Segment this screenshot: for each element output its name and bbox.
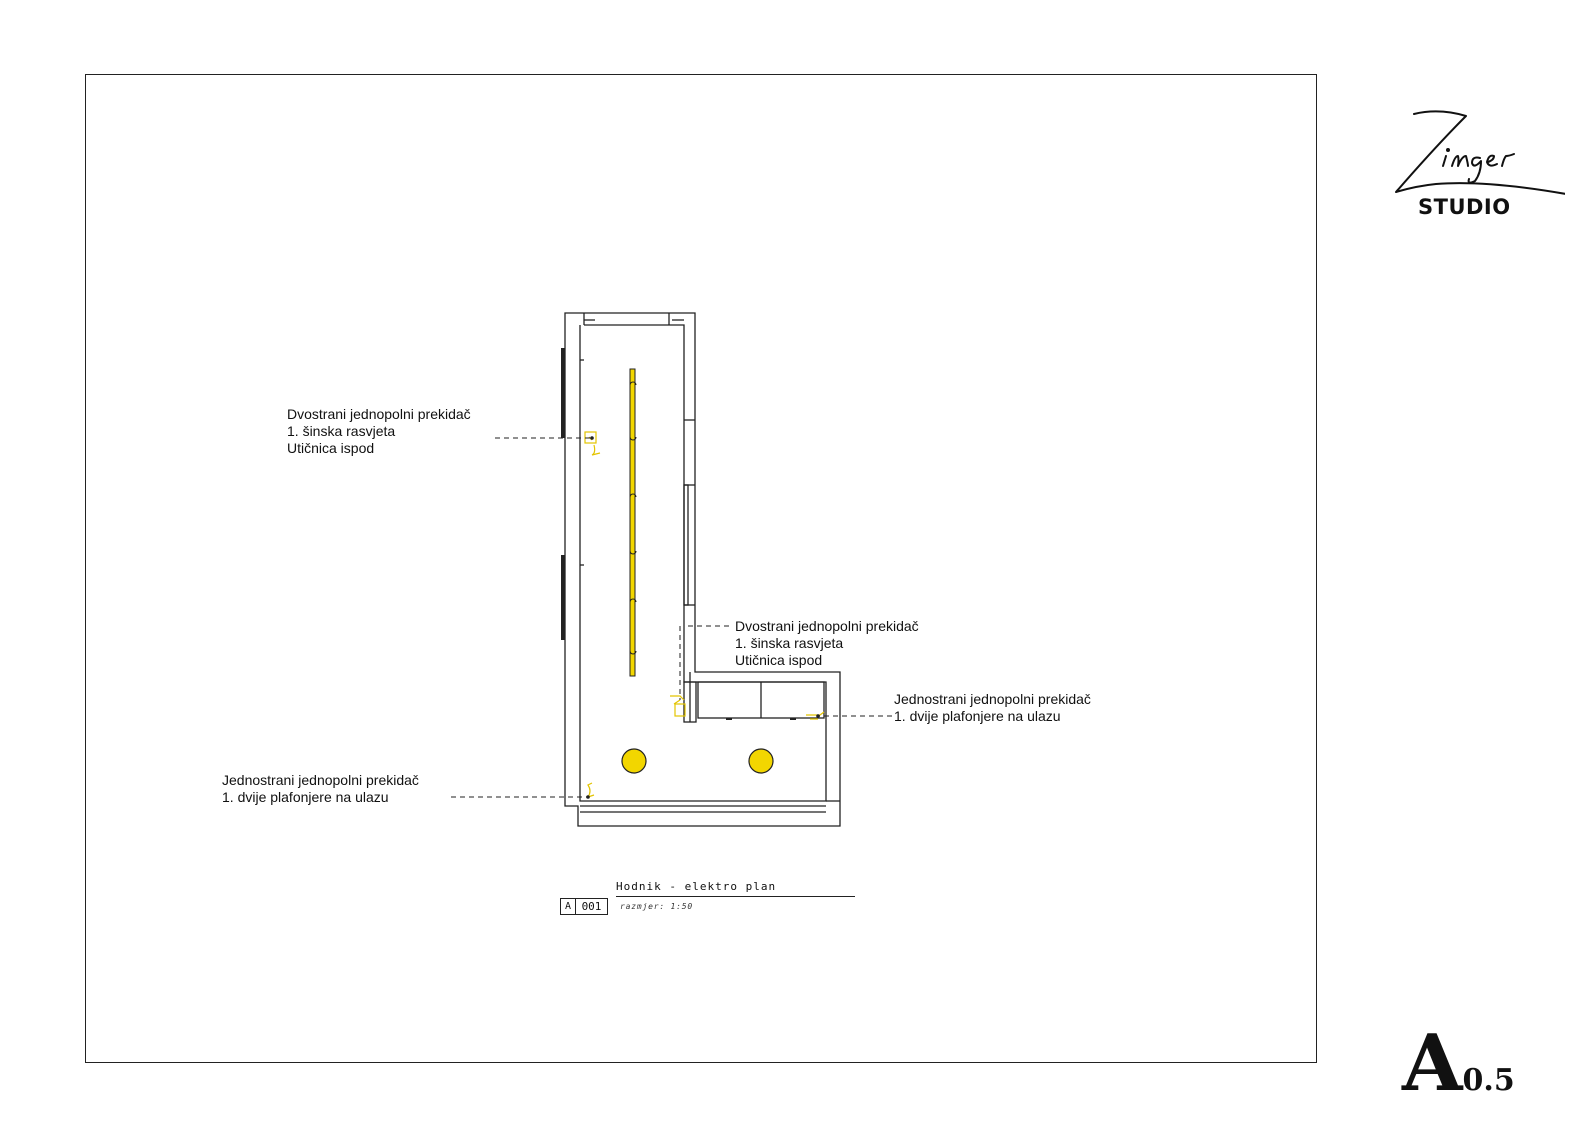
outer-wall bbox=[564, 312, 841, 827]
drawing-title: Hodnik - elektro plan bbox=[616, 880, 777, 893]
logo-wordmark: STUDIO bbox=[1418, 195, 1511, 219]
callout-line: 1. šinska rasvjeta bbox=[735, 635, 844, 651]
track-light bbox=[629, 368, 636, 677]
switch-symbol-middle bbox=[674, 703, 686, 717]
sheet-letter: A bbox=[1402, 1018, 1463, 1109]
drawing-prefix: A bbox=[560, 898, 576, 915]
title-underline bbox=[616, 896, 855, 897]
switch-symbol-right bbox=[806, 711, 825, 720]
drawing-scale: razmjer: 1:50 bbox=[620, 902, 694, 911]
logo-signature bbox=[1395, 110, 1565, 195]
switch-symbol-bottom bbox=[587, 782, 595, 798]
inner-wall bbox=[579, 324, 827, 802]
callout-line: 1. dvije plafonjere na ulazu bbox=[222, 789, 389, 805]
callout-line: Dvostrani jednopolni prekidač bbox=[735, 618, 919, 634]
callout-right: Jednostrani jednopolni prekidač 1. dvije… bbox=[894, 691, 1091, 725]
ceiling-light-1 bbox=[621, 748, 647, 774]
sheet-number: 0.5 bbox=[1462, 1063, 1515, 1098]
ceiling-light-2 bbox=[748, 748, 774, 774]
callout-line: Jednostrani jednopolni prekidač bbox=[222, 772, 419, 788]
drawing-frame bbox=[85, 74, 1317, 1063]
track-spots bbox=[629, 381, 637, 655]
callout-line: Utičnica ispod bbox=[287, 440, 375, 456]
callout-line: 1. šinska rasvjeta bbox=[287, 423, 396, 439]
title-block: Hodnik - elektro plan A 001 razmjer: 1:5… bbox=[560, 880, 860, 920]
callout-left-bottom: Jednostrani jednopolni prekidač 1. dvije… bbox=[222, 772, 419, 806]
studio-logo: STUDIO bbox=[1380, 100, 1565, 230]
drawing-number: 001 bbox=[576, 898, 608, 915]
sheet-marker: A0.5 bbox=[1402, 1025, 1515, 1103]
callout-middle: Dvostrani jednopolni prekidač 1. šinska … bbox=[735, 618, 919, 669]
callout-line: Utičnica ispod bbox=[735, 652, 823, 668]
callout-left-top: Dvostrani jednopolni prekidač 1. šinska … bbox=[287, 406, 471, 457]
callout-line: 1. dvije plafonjere na ulazu bbox=[894, 708, 1061, 724]
callout-line: Dvostrani jednopolni prekidač bbox=[287, 406, 471, 422]
callout-line: Jednostrani jednopolni prekidač bbox=[894, 691, 1091, 707]
